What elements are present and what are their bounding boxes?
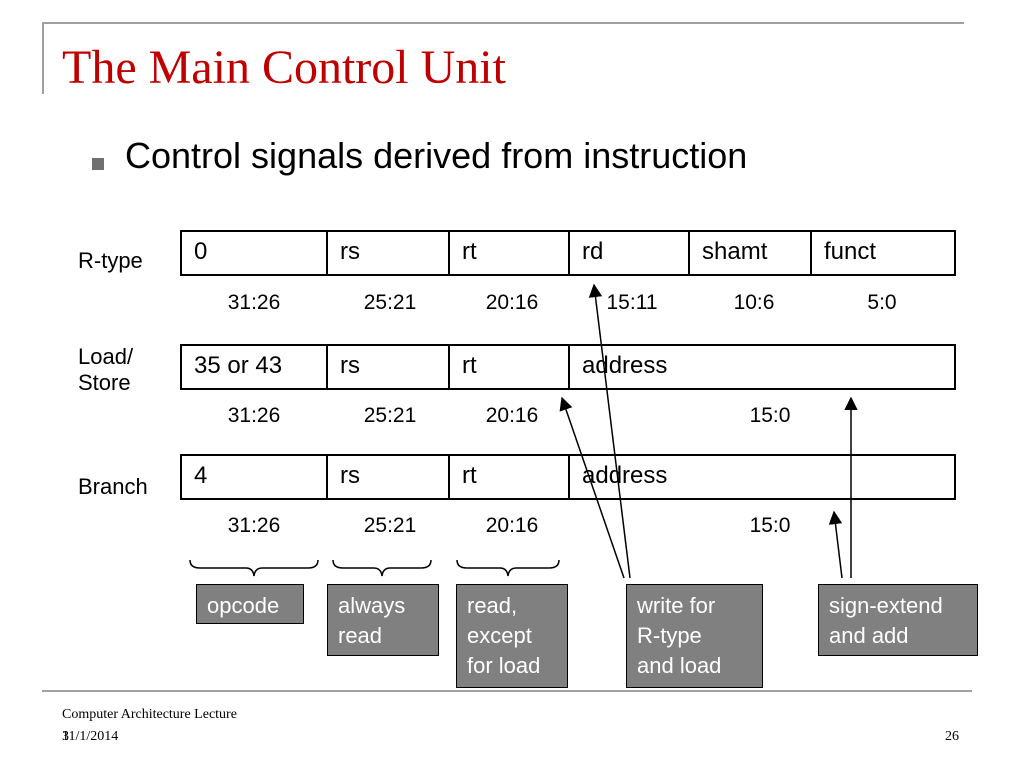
frame-top-line [42,22,964,24]
footer-lecture-number: 3 [62,729,69,744]
field-rt: rt [450,232,570,274]
note-always-read: always read [327,584,439,656]
bits-label: 15:11 [606,291,658,314]
bits-label: 15:0 [749,514,791,537]
bits-label: 31:26 [227,514,281,537]
field-address: address [582,352,668,379]
note-opcode: opcode [196,584,304,624]
field-opcode: 4 [182,456,328,498]
note-write-rtype-load: write for R-type and load [626,584,763,688]
bullet-square-icon [92,158,104,170]
field-rs: rs [328,232,450,274]
bits-label: 5:0 [867,291,897,314]
field-rs: rs [328,456,450,498]
slide-title: The Main Control Unit [62,41,506,94]
bits-label: 25:21 [363,404,417,427]
bits-label: 20:16 [485,291,539,314]
bits-label: 20:16 [485,514,539,537]
bits-label: 31:26 [227,404,281,427]
field-opcode: 0 [182,232,328,274]
load-store-instruction: 35 or 43 rs rt address [180,344,956,390]
field-opcode: 35 or 43 [182,346,328,388]
frame-left-line [42,22,44,94]
bits-label: 25:21 [363,514,417,537]
field-rt: rt [450,456,570,498]
bits-label: 25:21 [363,291,417,314]
field-rd: rd [570,232,690,274]
brace-rt [456,559,560,577]
brace-rs [332,559,432,577]
r-type-instruction: 0 rs rt rd shamt funct [180,230,956,276]
footer-date: 11/1/2014 [62,729,119,744]
footer-page-number: 26 [945,729,959,744]
bits-label: 31:26 [227,291,281,314]
brace-opcode [189,559,319,577]
field-funct: funct [824,238,877,265]
bits-label: 20:16 [485,404,539,427]
field-rt: rt [450,346,570,388]
field-address: address [582,462,668,489]
label-r-type: R-type [78,248,143,273]
label-load-store: Load/ Store [78,344,134,396]
bits-label: 15:0 [749,404,791,427]
footer-course: Computer Architecture Lecture [62,707,237,722]
footer-divider [42,690,972,692]
bits-label: 10:6 [733,291,775,314]
arrow-to-rd [588,283,631,579]
arrow-to-address-branch [828,510,843,579]
note-read-except-load: read, except for load [456,584,568,688]
note-sign-extend: sign-extend and add [818,584,978,656]
label-branch: Branch [78,474,148,499]
bullet-text: Control signals derived from instruction [125,135,748,176]
field-shamt: shamt [690,232,812,274]
arrow-to-rt [559,396,625,579]
field-rs: rs [328,346,450,388]
branch-instruction: 4 rs rt address [180,454,956,500]
